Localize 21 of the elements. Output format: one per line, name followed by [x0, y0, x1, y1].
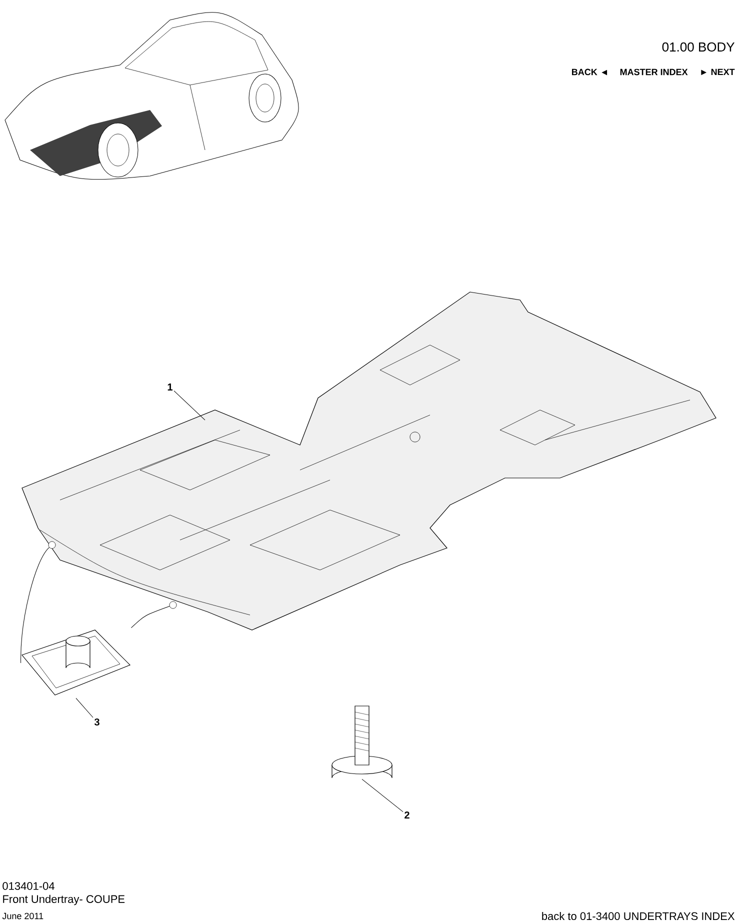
nav-link: MASTER INDEX: [620, 68, 688, 76]
bolt-drawing: [332, 706, 392, 778]
index-link: back to 01-3400 UNDERTRAYS INDEX: [542, 912, 735, 920]
leader-line: [76, 698, 94, 718]
clip-nut-drawing: [22, 630, 131, 696]
part-number: 013401-04: [2, 882, 54, 890]
leader-line: [20, 547, 50, 664]
leader-line: [362, 778, 404, 812]
nav-link: BACK ◄: [572, 68, 608, 76]
leader-line: [130, 606, 170, 628]
undertray-drawing: [22, 292, 716, 630]
leader-line: [174, 390, 206, 420]
nav-link: ► NEXT: [701, 68, 735, 76]
callout-number: 2: [404, 812, 410, 818]
section-title: 01.00 BODY: [662, 42, 734, 52]
fixing-point-circle: [169, 601, 177, 609]
date-text: June 2011: [2, 912, 44, 920]
diagram-title: Front Undertray- COUPE: [3, 894, 125, 906]
fixing-point-circle: [48, 541, 56, 549]
callout-number: 1: [168, 384, 172, 390]
callout-number: 3: [94, 718, 100, 726]
